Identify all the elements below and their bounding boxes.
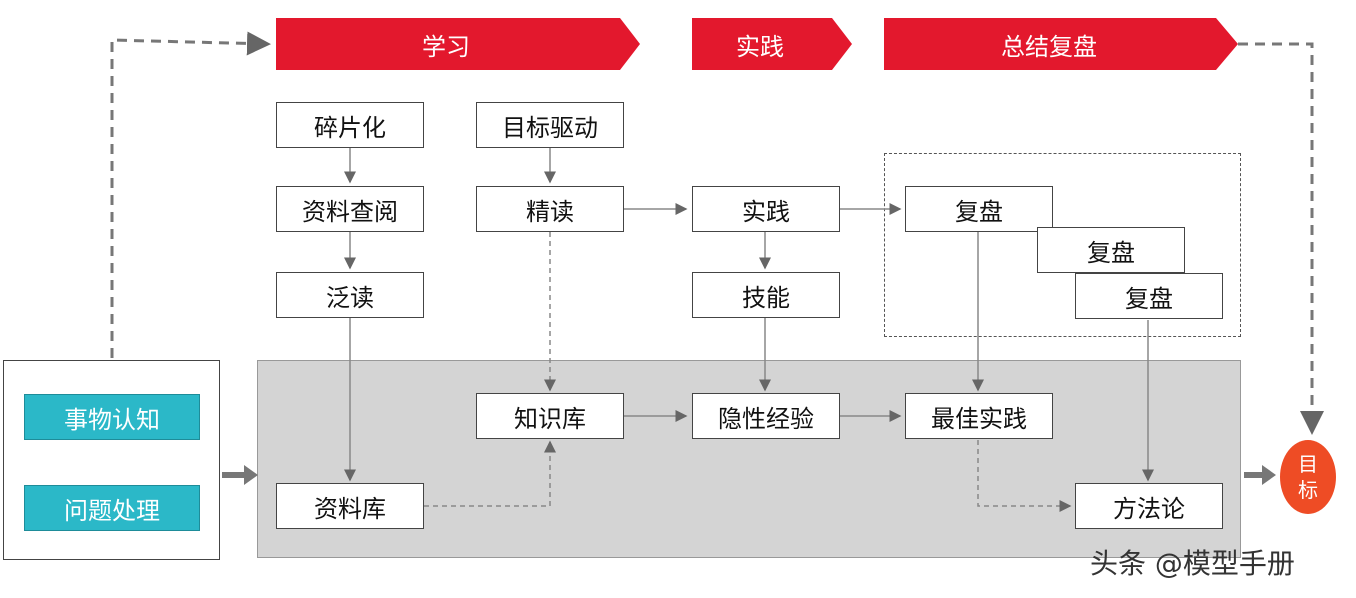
box-fragmented: 碎片化 xyxy=(276,102,424,148)
phase-learn-label: 学习 xyxy=(422,32,470,61)
goal-line-2: 标 xyxy=(1298,478,1318,502)
item-problem-solving: 问题处理 xyxy=(24,485,200,531)
phase-review-label: 总结复盘 xyxy=(1001,32,1097,61)
arrow-material-to-knowledge xyxy=(424,440,556,507)
feedback-loop-left xyxy=(110,31,271,358)
banner-learn-shape xyxy=(276,18,640,70)
box-review-1: 复盘 xyxy=(905,186,1053,232)
box-review-3: 复盘 xyxy=(1075,273,1223,319)
box-practice: 实践 xyxy=(692,186,840,232)
box-goal-driven: 目标驱动 xyxy=(476,102,624,148)
item-understanding: 事物认知 xyxy=(24,394,200,440)
box-tacit-experience: 隐性经验 xyxy=(692,393,840,439)
box-skim: 泛读 xyxy=(276,272,424,318)
phase-banners xyxy=(276,18,1238,70)
box-knowledge-base: 知识库 xyxy=(476,393,624,439)
phase-practice: 实践 xyxy=(692,17,852,71)
goal-circle: 目 标 xyxy=(1280,440,1336,514)
box-skill: 技能 xyxy=(692,272,840,318)
box-lookup: 资料查阅 xyxy=(276,186,424,232)
box-best-practice: 最佳实践 xyxy=(905,393,1053,439)
review-group-outline xyxy=(884,153,1241,337)
watermark: 头条 @模型手册 xyxy=(1090,547,1295,580)
banner-practice-shape xyxy=(692,18,852,70)
box-deep-read: 精读 xyxy=(476,186,624,232)
arrow-panel-to-goal xyxy=(1244,465,1276,485)
banner-review-shape xyxy=(884,18,1238,70)
feedback-loop-right xyxy=(1238,42,1324,435)
box-methodology: 方法论 xyxy=(1075,483,1223,529)
phase-learn: 学习 xyxy=(276,17,640,71)
arrow-left-to-panel xyxy=(222,465,258,485)
goal-line-1: 目 xyxy=(1298,452,1318,476)
phase-practice-label: 实践 xyxy=(736,32,784,61)
arrow-best-to-method xyxy=(977,440,1072,512)
phase-review: 总结复盘 xyxy=(884,17,1238,71)
box-material-base: 资料库 xyxy=(276,483,424,529)
box-review-2: 复盘 xyxy=(1037,227,1185,273)
